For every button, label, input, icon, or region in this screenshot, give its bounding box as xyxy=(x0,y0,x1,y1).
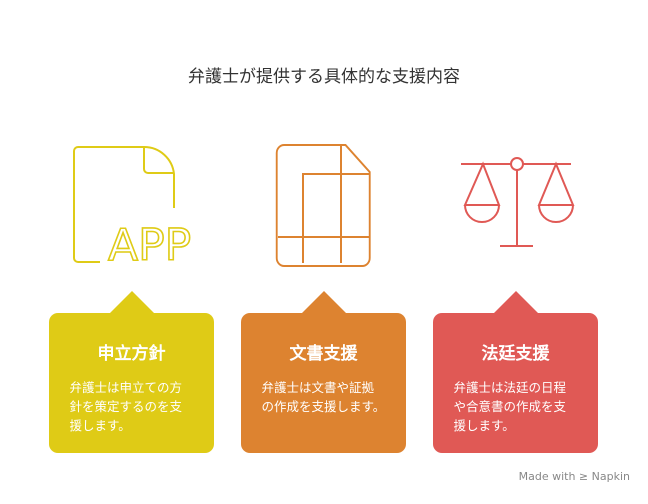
svg-text:APP: APP xyxy=(108,220,191,267)
app-file-icon: APP xyxy=(73,145,192,267)
card-petition-policy: 申立方針 弁護士は申立ての方針を策定するのを支援します。 xyxy=(49,291,214,453)
napkin-watermark[interactable]: Made with ≥ Napkin xyxy=(518,470,630,483)
card-title: 法廷支援 xyxy=(481,344,550,364)
page-title: 弁護士が提供する具体的な支援内容 xyxy=(188,67,460,87)
scales-icon xyxy=(461,157,575,247)
card-title: 文書支援 xyxy=(289,344,358,364)
document-icon xyxy=(275,144,371,267)
card-text: 弁護士は申立ての方針を策定するのを支援します。 xyxy=(69,380,183,433)
card-title: 申立方針 xyxy=(97,344,166,364)
card-text: 弁護士は法廷の日程や合意書の作成を支援します。 xyxy=(453,380,567,433)
card-text: 弁護士は文書や証拠の作成を支援します。 xyxy=(261,380,386,414)
card-court-support: 法廷支援 弁護士は法廷の日程や合意書の作成を支援します。 xyxy=(433,291,598,453)
card-document-support: 文書支援 弁護士は文書や証拠の作成を支援します。 xyxy=(241,291,406,453)
